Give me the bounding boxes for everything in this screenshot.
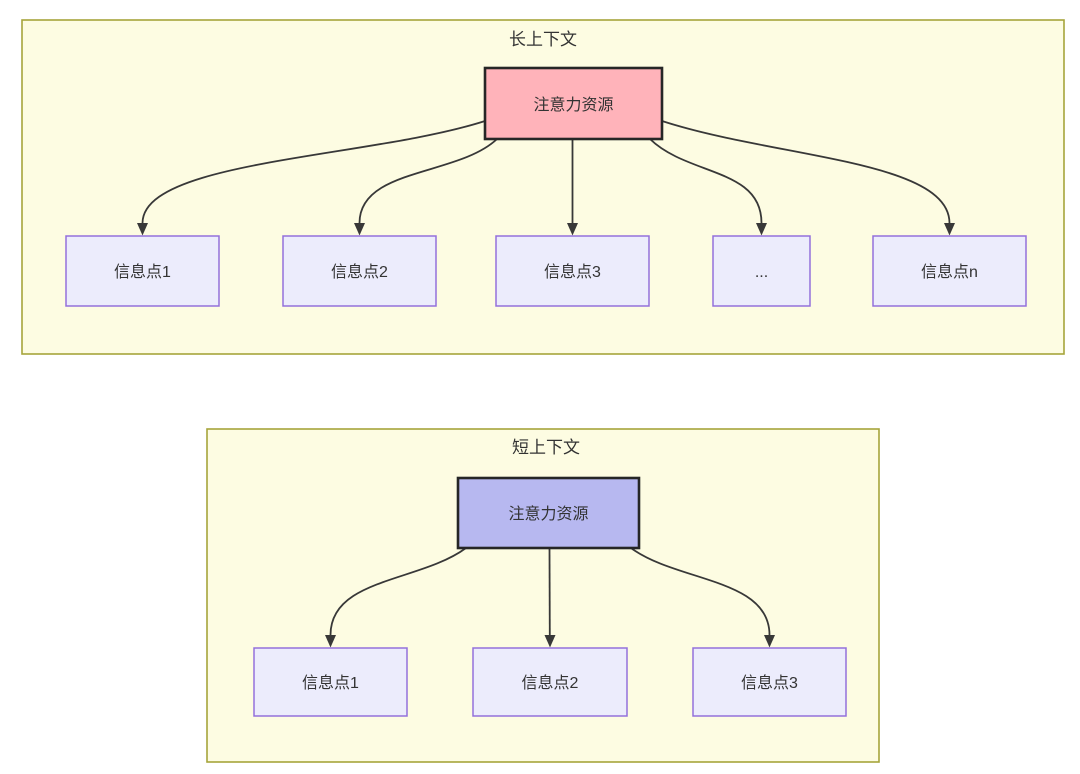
info-point-node: 信息点1 bbox=[253, 647, 408, 717]
arrow-short-3 bbox=[630, 547, 771, 636]
info-point-node: 信息点3 bbox=[692, 647, 847, 717]
info-point-box bbox=[282, 235, 437, 307]
short-context-arrowheads bbox=[325, 635, 775, 648]
arrow-short-1 bbox=[329, 547, 467, 636]
short-context-title: 短上下文 bbox=[512, 438, 580, 457]
short-context-diagram: 短上下文 注意力资源 信息点1 信息点2 信息点3 bbox=[206, 428, 880, 763]
info-point-box bbox=[65, 235, 220, 307]
info-point-label: ... bbox=[755, 264, 768, 281]
info-point-box bbox=[692, 647, 847, 717]
arrowhead-icon bbox=[137, 223, 148, 236]
info-point-box bbox=[495, 235, 650, 307]
attention-resource-box-short bbox=[456, 476, 641, 550]
info-point-label: 信息点1 bbox=[114, 263, 171, 281]
info-point-label: 信息点n bbox=[921, 263, 978, 281]
attention-resource-label-long: 注意力资源 bbox=[533, 95, 613, 114]
info-point-node: 信息点3 bbox=[495, 235, 650, 307]
attention-resource-label-short: 注意力资源 bbox=[508, 504, 588, 523]
long-context-arrows bbox=[141, 120, 951, 224]
arrowhead-icon bbox=[325, 635, 336, 648]
info-point-node: 信息点1 bbox=[65, 235, 220, 307]
info-point-label: 信息点3 bbox=[544, 263, 601, 281]
arrow-long-5 bbox=[661, 120, 951, 224]
arrowhead-icon bbox=[567, 223, 578, 236]
info-point-node: 信息点2 bbox=[472, 647, 628, 717]
info-point-node: 信息点2 bbox=[282, 235, 437, 307]
info-point-box bbox=[253, 647, 408, 717]
arrowhead-icon bbox=[354, 223, 365, 236]
long-context-arrowheads bbox=[137, 223, 955, 236]
arrowhead-icon bbox=[756, 223, 767, 236]
arrow-long-1 bbox=[141, 120, 486, 224]
arrowhead-icon bbox=[944, 223, 955, 236]
arrow-long-4 bbox=[649, 138, 763, 224]
arrowhead-icon bbox=[764, 635, 775, 648]
long-context-diagram: 长上下文 注意力资源 信息点1 信息点2 bbox=[21, 19, 1065, 355]
info-point-label: 信息点2 bbox=[522, 674, 579, 692]
info-point-node: 信息点n bbox=[872, 235, 1027, 307]
info-point-box bbox=[872, 235, 1027, 307]
info-point-box bbox=[472, 647, 628, 717]
info-point-label: 信息点2 bbox=[331, 263, 388, 281]
attention-resource-box-long bbox=[483, 66, 664, 141]
short-context-arrows bbox=[329, 547, 771, 636]
info-point-label: 信息点1 bbox=[302, 674, 359, 692]
attention-resource-node-long: 注意力资源 bbox=[483, 66, 664, 141]
long-context-title: 长上下文 bbox=[509, 30, 577, 49]
attention-resource-node-short: 注意力资源 bbox=[456, 476, 641, 550]
info-point-label: 信息点3 bbox=[741, 674, 798, 692]
arrowhead-icon bbox=[544, 635, 556, 648]
info-point-node-ellipsis: ... bbox=[712, 235, 811, 307]
arrow-long-2 bbox=[358, 138, 498, 224]
info-point-box bbox=[712, 235, 811, 307]
